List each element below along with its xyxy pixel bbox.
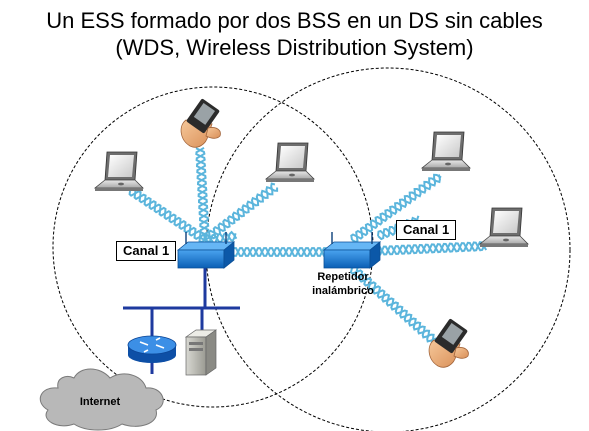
internet-label: Internet [79,396,121,408]
diagram-title-line2: (WDS, Wireless Distribution System) [115,35,474,60]
laptop-icon[interactable] [479,207,529,248]
channel-label-right: Canal 1 [396,220,457,240]
wireless-signal-wave [350,174,441,241]
wireless-signal-wave [204,230,238,245]
wireless-signal-wave [231,247,329,257]
repeater-label-line2: inalámbrico [312,285,374,297]
laptop-icon[interactable] [265,142,315,183]
router-icon[interactable] [127,335,177,363]
repeater-label: Repetidor inalámbrico [300,270,386,298]
laptop-icon[interactable] [421,131,471,172]
pda-icon[interactable] [428,317,469,368]
channel-label-left: Canal 1 [116,241,177,261]
diagram-title-line1: Un ESS formado por dos BSS en un DS sin … [46,8,543,33]
cloud-icon[interactable] [39,368,164,431]
wireless-signal-wave [195,147,210,241]
ethernet-segment [123,268,240,374]
wireless-signal-wave [349,267,444,354]
repeater-label-line1: Repetidor [317,271,369,283]
wireless-signal-wave [129,186,207,241]
pda-icon[interactable] [180,97,221,148]
server-icon[interactable] [184,329,218,376]
wireless-signal-wave [351,265,448,351]
wireless-signal-wave [204,186,279,244]
wireless-signal-wave [203,182,276,241]
laptop-icon[interactable] [94,151,144,192]
wireless-signal-wave [195,146,210,241]
wireless-signal-wave [128,189,206,244]
